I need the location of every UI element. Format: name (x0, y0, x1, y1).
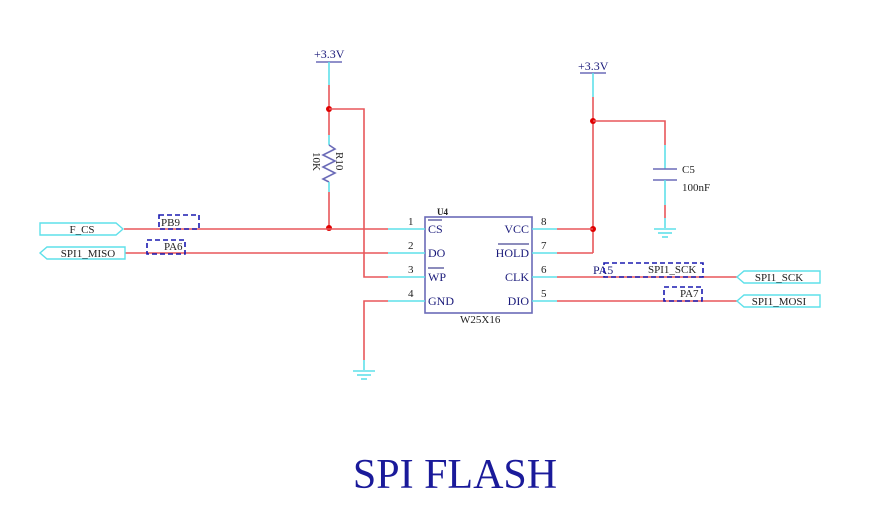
net-label-box (158, 214, 200, 230)
pin-number: 6 (541, 264, 547, 276)
power-symbol-right: +3.3V (578, 59, 609, 253)
port-f-cs[interactable]: F_CS (39, 222, 125, 236)
wp-pullup-wire (329, 108, 388, 278)
port-spi1-mosi[interactable]: SPI1_MOSI (735, 294, 821, 308)
power-label-right: +3.3V (578, 59, 609, 73)
pin-name-wp: WP (428, 270, 446, 284)
resistor-r10: R10 10K (310, 135, 345, 228)
pin-name-cs: CS (428, 222, 443, 236)
port-label: SPI1_SCK (755, 272, 803, 284)
port-spi1-sck[interactable]: SPI1_SCK (735, 270, 821, 284)
pin-number: 2 (408, 240, 414, 252)
port-label: SPI1_MISO (61, 248, 115, 260)
net-label-pa5: PA5 (593, 263, 613, 277)
pin-name-gnd: GND (428, 294, 454, 308)
pin-name-clk: CLK (505, 270, 529, 284)
port-label: F_CS (69, 224, 94, 236)
net-label-pa7: PA7 (680, 288, 699, 300)
net-label-pa6: PA6 (164, 241, 183, 253)
pin-number: 4 (408, 288, 414, 300)
net-label-box (603, 262, 704, 278)
pin-number: 3 (408, 264, 414, 276)
pin-name-vcc: VCC (504, 222, 529, 236)
pin-number: 5 (541, 288, 547, 300)
net-label-box (663, 286, 703, 302)
chip-part: W25X16 (460, 314, 501, 326)
junction (326, 225, 332, 231)
chip-ref: U4 (437, 207, 448, 217)
net-label-sck: SPI1_SCK (648, 264, 696, 276)
pin-name-do: DO (428, 246, 446, 260)
ground-icon (353, 370, 375, 380)
ground-icon (654, 228, 676, 238)
pin-name-dio: DIO (508, 294, 530, 308)
pin-number: 8 (541, 216, 547, 228)
net-label-pb9: PB9 (161, 217, 180, 229)
pin-name-hold: HOLD (496, 246, 530, 260)
port-spi1-miso[interactable]: SPI1_MISO (38, 246, 126, 260)
capacitor-value: 100nF (682, 182, 710, 194)
power-symbol-left: +3.3V (314, 47, 345, 135)
net-label-box (146, 239, 186, 255)
chip-u4: U4 W25X16 1 2 3 4 CS DO WP GND 8 7 6 5 V… (388, 207, 557, 326)
power-label-left: +3.3V (314, 47, 345, 61)
capacitor-c5: C5 100nF (593, 120, 710, 228)
port-label: SPI1_MOSI (752, 296, 807, 308)
resistor-value: 10K (310, 152, 322, 171)
pin-number: 7 (541, 240, 547, 252)
pin-number: 1 (408, 216, 414, 228)
capacitor-ref: C5 (682, 164, 695, 176)
resistor-ref: R10 (333, 152, 345, 171)
wire-gnd (363, 300, 388, 360)
diagram-title: SPI FLASH (353, 452, 557, 498)
